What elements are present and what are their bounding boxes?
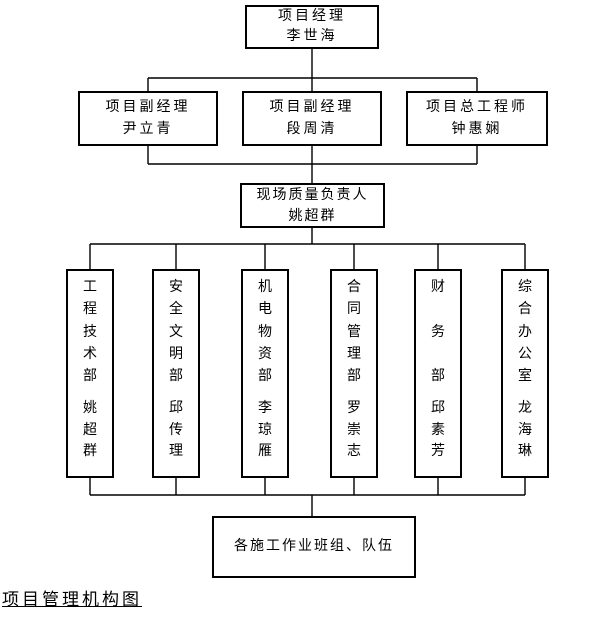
crews-label: 各施工作业班组、队伍 — [234, 539, 394, 554]
node-dept-general-office: 综合办公室 龙海琳 — [501, 269, 549, 478]
node-dept-engineering-tech: 工程技术部 姚超群 — [66, 269, 114, 478]
role-label: 项目副经理 — [105, 99, 191, 115]
person-name: 李世海 — [286, 29, 338, 44]
person-name: 尹立青 — [122, 121, 174, 137]
node-work-crews: 各施工作业班组、队伍 — [212, 516, 416, 578]
person-name: 姚超群 — [288, 208, 337, 224]
dept-label: 工程技术部 — [83, 280, 97, 384]
dept-label: 安全文明部 — [169, 280, 183, 384]
node-deputy-manager-1: 项目副经理 尹立青 — [78, 91, 218, 146]
person-name: 姚超群 — [83, 401, 97, 459]
node-chief-engineer: 项目总工程师 钟惠娴 — [406, 91, 548, 146]
role-label: 项目总工程师 — [426, 99, 528, 115]
node-dept-contract-management: 合同管理部 罗崇志 — [330, 269, 378, 478]
role-label: 项目副经理 — [269, 99, 355, 115]
node-dept-finance: 财务部 邱素芳 — [414, 269, 462, 478]
dept-label: 财务部 — [431, 280, 445, 384]
node-project-manager: 项目经理 李世海 — [245, 5, 379, 49]
role-label: 现场质量负责人 — [256, 187, 369, 203]
node-site-quality-leader: 现场质量负责人 姚超群 — [240, 183, 385, 228]
person-name: 罗崇志 — [347, 401, 361, 459]
person-name: 邱素芳 — [431, 401, 445, 459]
person-name: 段周清 — [286, 121, 338, 137]
person-name: 邱传理 — [169, 401, 183, 459]
node-dept-safety-civility: 安全文明部 邱传理 — [152, 269, 200, 478]
person-name: 钟惠娴 — [451, 121, 503, 137]
node-dept-electromechanical-materials: 机电物资部 李琼雁 — [241, 269, 289, 478]
role-label: 项目经理 — [278, 9, 346, 24]
dept-label: 综合办公室 — [518, 280, 532, 384]
person-name: 龙海琳 — [518, 401, 532, 459]
node-deputy-manager-2: 项目副经理 段周清 — [242, 91, 382, 146]
dept-label: 合同管理部 — [347, 280, 361, 384]
dept-label: 机电物资部 — [258, 280, 272, 384]
chart-caption: 项目管理机构图 — [2, 590, 142, 609]
person-name: 李琼雁 — [258, 401, 272, 459]
